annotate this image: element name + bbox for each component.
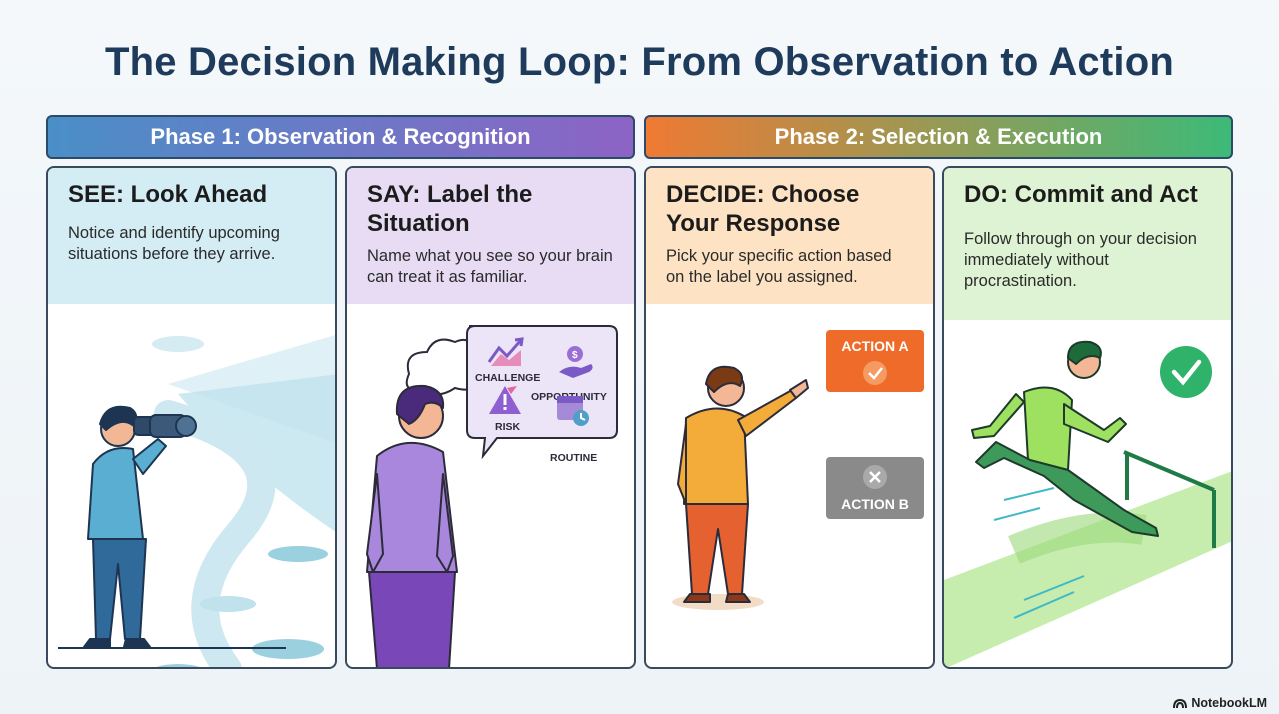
see-illustration — [58, 335, 335, 667]
card-decide-header: DECIDE: Choose Your Response Pick your s… — [646, 168, 933, 304]
action-a-option: ACTION A — [826, 330, 924, 392]
say-illustration: CHALLENGE $ OPPORTUNITY RISK ROUTINE — [366, 325, 618, 667]
action-b-option: ACTION B — [826, 457, 924, 519]
card-do-header: DO: Commit and Act Follow through on you… — [944, 168, 1231, 320]
label-challenge: CHALLENGE — [475, 372, 540, 384]
notebooklm-logo-icon — [1173, 698, 1188, 709]
card-say-title: SAY: Label the Situation — [367, 181, 533, 237]
person-pointing — [672, 365, 809, 610]
person-running — [971, 340, 1159, 537]
card-say-header: SAY: Label the Situation Name what you s… — [347, 168, 634, 304]
notebooklm-brand: NotebookLM — [1173, 696, 1267, 710]
page-title: The Decision Making Loop: From Observati… — [105, 40, 1174, 84]
phase-2-label: Phase 2: Selection & Execution — [774, 124, 1103, 149]
label-routine: ROUTINE — [550, 452, 597, 464]
phase-2-banner: Phase 2: Selection & Execution — [644, 115, 1233, 159]
calendar-clock-icon — [557, 396, 589, 426]
check-icon — [1160, 346, 1212, 398]
brand-label: NotebookLM — [1191, 696, 1267, 710]
card-see: SEE: Look Ahead Notice and identify upco… — [46, 166, 337, 669]
card-decide: DECIDE: Choose Your Response Pick your s… — [644, 166, 935, 669]
card-see-description: Notice and identify upcoming situations … — [68, 224, 280, 263]
card-decide-description: Pick your specific action based on the l… — [666, 247, 892, 286]
label-action-a: ACTION A — [841, 338, 908, 354]
phase-1-banner: Phase 1: Observation & Recognition — [46, 115, 635, 159]
card-see-title: SEE: Look Ahead — [68, 181, 268, 208]
svg-text:$: $ — [572, 350, 578, 361]
person-thinking — [366, 384, 458, 667]
speech-bubble: CHALLENGE $ OPPORTUNITY RISK ROUTINE — [466, 325, 618, 464]
decide-illustration: ACTION A ACTION B — [672, 330, 924, 610]
card-do: DO: Commit and Act Follow through on you… — [942, 166, 1233, 669]
label-risk: RISK — [495, 421, 521, 433]
label-action-b: ACTION B — [841, 496, 909, 512]
phase-1-label: Phase 1: Observation & Recognition — [150, 124, 531, 149]
check-icon — [863, 361, 887, 385]
card-decide-title: DECIDE: Choose Your Response — [666, 181, 860, 237]
card-do-description: Follow through on your decision immediat… — [964, 230, 1197, 290]
person-with-binoculars — [83, 405, 197, 648]
card-do-title: DO: Commit and Act — [964, 181, 1198, 208]
hurdle — [1123, 450, 1216, 548]
card-see-header: SEE: Look Ahead Notice and identify upco… — [48, 168, 335, 304]
card-say: SAY: Label the Situation Name what you s… — [345, 166, 636, 669]
do-illustration — [944, 340, 1231, 667]
warning-icon — [489, 386, 521, 414]
card-say-description: Name what you see so your brain can trea… — [367, 247, 613, 286]
chart-up-icon — [487, 337, 524, 366]
dollar-hand-icon: $ — [559, 346, 593, 378]
